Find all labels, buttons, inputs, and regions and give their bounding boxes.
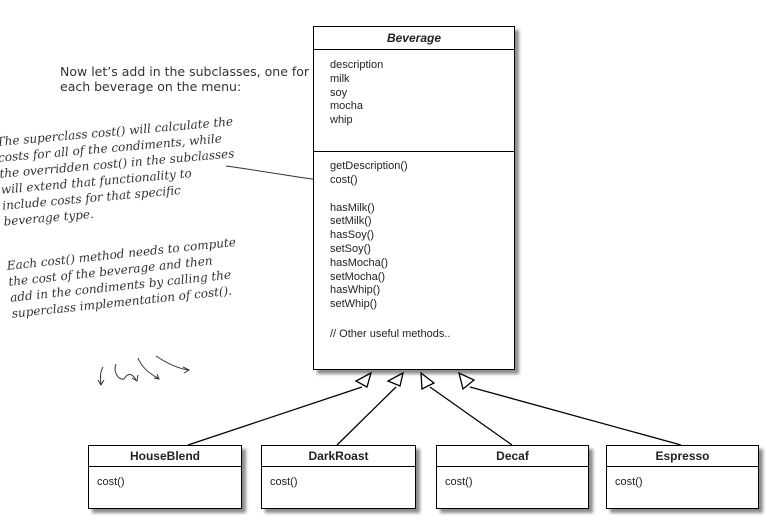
beverage-fields: description milk soy mocha whip <box>314 50 514 152</box>
class-name-espresso: Espresso <box>607 446 758 467</box>
darkroast-cost-method: cost() <box>270 476 298 488</box>
beverage-methods: getDescription() cost() hasMilk() setMil… <box>314 152 514 342</box>
method-hasmocha: hasMocha() <box>330 256 389 269</box>
subclass-box-houseblend[interactable]: HouseBlend cost() <box>88 445 242 509</box>
method-hasmilk: hasMilk() <box>330 201 375 214</box>
method-setsoy: setSoy() <box>330 242 371 255</box>
method-haswhip: hasWhip() <box>330 284 381 297</box>
subclass-box-decaf[interactable]: Decaf cost() <box>436 445 589 509</box>
espresso-cost-method: cost() <box>615 476 643 488</box>
intro-text: Now let’s add in the subclasses, one for… <box>60 64 310 94</box>
method-setwhip: setWhip() <box>330 298 378 311</box>
class-name-beverage: Beverage <box>314 27 514 50</box>
method-setmilk: setMilk() <box>330 215 372 228</box>
subclass-box-espresso[interactable]: Espresso cost() <box>606 445 759 509</box>
field-mocha: mocha <box>330 100 364 113</box>
class-name-decaf: Decaf <box>437 446 588 467</box>
method-cost: cost() <box>330 173 358 186</box>
methods-comment: // Other useful methods.. <box>330 327 451 340</box>
field-soy: soy <box>330 86 348 99</box>
method-setmocha: setMocha() <box>330 270 386 283</box>
field-milk: milk <box>330 72 350 85</box>
decaf-cost-method: cost() <box>445 476 473 488</box>
field-whip: whip <box>330 114 353 127</box>
houseblend-cost-method: cost() <box>97 476 125 488</box>
beverage-class-box[interactable]: Beverage description milk soy mocha whip… <box>313 26 515 370</box>
subclass-box-darkroast[interactable]: DarkRoast cost() <box>261 445 416 509</box>
class-name-houseblend: HouseBlend <box>89 446 241 467</box>
method-hassoy: hasSoy() <box>330 229 375 242</box>
method-getdescription: getDescription() <box>330 160 408 172</box>
field-description: description <box>330 59 384 71</box>
class-name-darkroast: DarkRoast <box>262 446 415 467</box>
